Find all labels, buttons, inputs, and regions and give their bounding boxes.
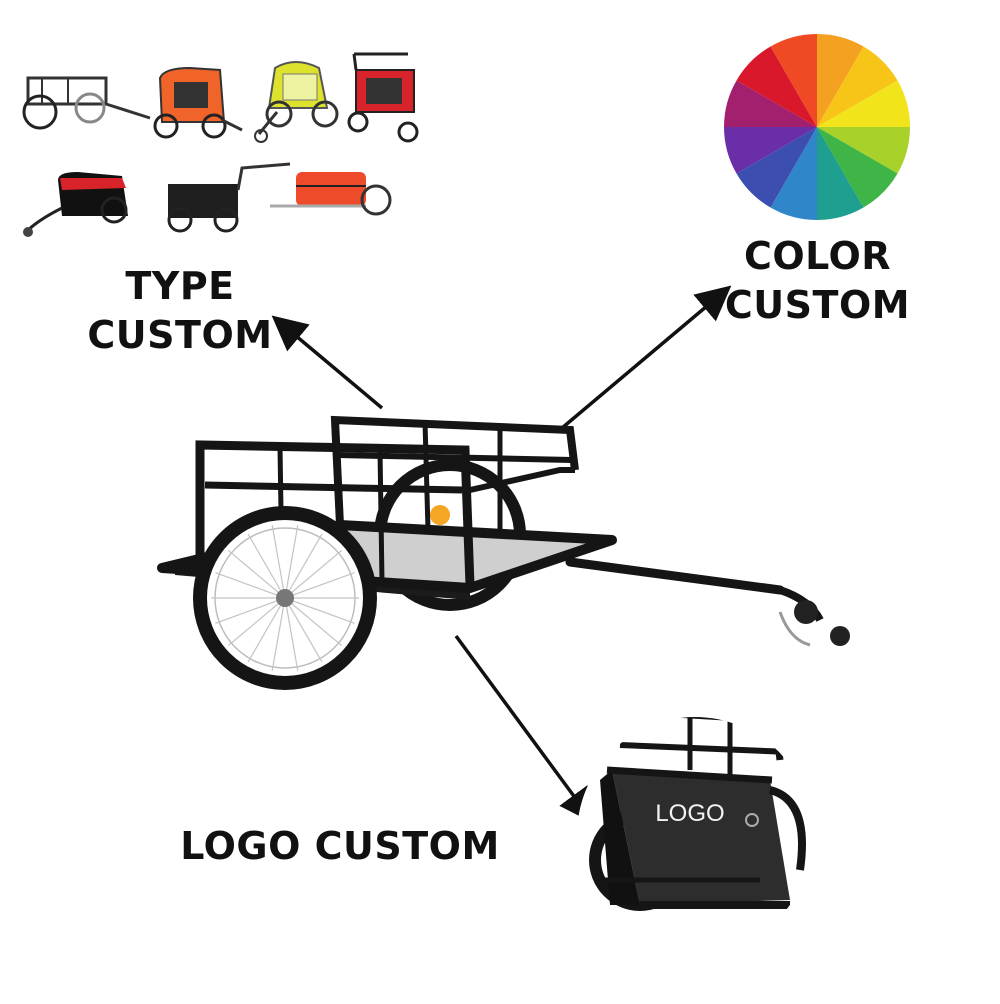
type-thumbnail-cargo-trailer (22, 76, 151, 130)
bike-cargo-trailer-image (157, 415, 850, 690)
color-custom-label: COLOR CUSTOM (695, 232, 940, 331)
wheel-spoke (284, 524, 299, 599)
color-label-line-2: CUSTOM (724, 283, 911, 328)
type-label-line-2: CUSTOM (87, 313, 273, 358)
wheel-spoke (284, 572, 355, 599)
color-wheel-segment (724, 80, 817, 127)
color-wheel-segment (817, 34, 864, 127)
color-wheel-segment (770, 127, 817, 220)
type-thumbnail-pet-trailer-red (347, 52, 419, 143)
wheel-spoke (271, 524, 286, 599)
color-wheel-segment (770, 34, 817, 127)
color-wheel-segment (817, 127, 910, 174)
logo-placeholder-text: LOGO (655, 800, 725, 827)
type-thumbnail-bag-cargo-orange (270, 172, 392, 216)
color-wheel-segment (736, 127, 817, 208)
trailer-logo-detail-image (577, 717, 813, 953)
logo-custom-label: LOGO CUSTOM (180, 824, 500, 868)
type-thumbnail-child-trailer-yellow (254, 61, 339, 143)
wheel-spoke (227, 549, 286, 599)
color-wheel-segment (817, 127, 864, 220)
wheel-spoke (215, 597, 286, 624)
wheel-spoke (215, 572, 286, 599)
wheel-spoke (284, 597, 343, 647)
color-wheel-segment (817, 80, 910, 127)
arrow-to-color (560, 285, 732, 430)
type-label-line-1: TYPE (125, 264, 235, 308)
wheel-spoke (271, 597, 286, 672)
wheel-spoke (284, 597, 355, 624)
wheel-spoke (284, 549, 343, 599)
wheel-spoke (284, 533, 323, 599)
color-wheel-segment (724, 127, 817, 174)
wheel-spoke (247, 597, 286, 663)
type-thumbnail-covered-cargo-red (23, 172, 128, 237)
arrow-to-type (271, 315, 384, 410)
wheel-spoke (227, 597, 286, 647)
wheel-spoke (284, 597, 299, 672)
wheel-spoke (247, 533, 286, 599)
color-wheel-segment (736, 46, 817, 127)
color-wheel-segment (817, 127, 898, 208)
color-label-line-1: COLOR (743, 234, 892, 278)
type-custom-label: TYPE CUSTOM (60, 262, 300, 361)
type-thumbnail-box-cargo (167, 162, 291, 233)
color-wheel-segment (817, 46, 898, 127)
near-wheel (193, 506, 377, 690)
color-wheel-icon (724, 34, 910, 220)
type-thumbnail-pet-trailer-orange (153, 66, 243, 139)
wheel-spoke (284, 597, 323, 663)
arrow-to-logo (454, 634, 595, 824)
